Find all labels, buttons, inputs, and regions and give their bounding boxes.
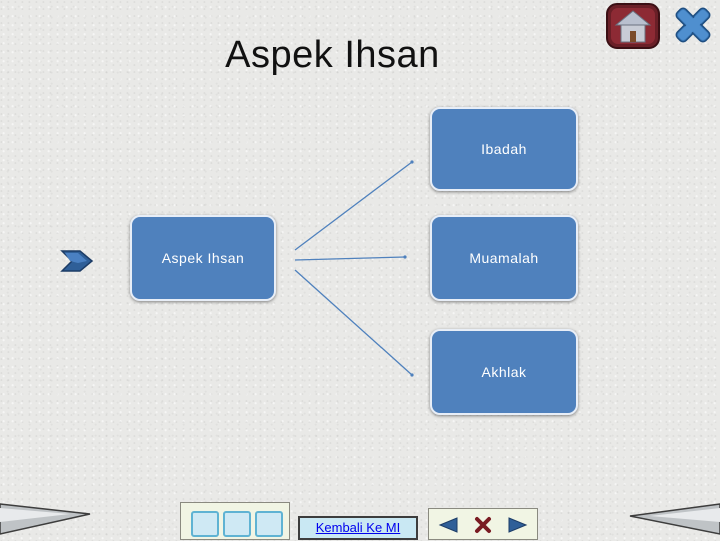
child-node-muamalah[interactable]: Muamalah xyxy=(430,215,578,301)
close-icon xyxy=(675,7,711,43)
previous-slide-button[interactable] xyxy=(437,514,465,536)
bottom-right-decoration xyxy=(629,503,720,535)
media-tray xyxy=(180,502,290,540)
back-to-mi-link[interactable]: Kembali Ke MI xyxy=(298,516,418,540)
close-button[interactable] xyxy=(670,4,716,46)
child-node-label: Muamalah xyxy=(469,250,539,266)
navigation-tray xyxy=(428,508,538,540)
child-node-ibadah[interactable]: Ibadah xyxy=(430,107,578,191)
stop-icon xyxy=(475,517,491,533)
root-node-label: Aspek Ihsan xyxy=(161,250,245,266)
next-arrow-icon xyxy=(508,517,528,533)
child-node-label: Ibadah xyxy=(481,141,527,157)
tray-segment xyxy=(255,511,283,537)
tray-segment xyxy=(191,511,219,537)
connector-ibadah xyxy=(294,161,413,251)
end-show-button[interactable] xyxy=(469,514,497,536)
home-button[interactable] xyxy=(606,3,660,49)
connector-muamalah xyxy=(294,256,406,261)
child-node-akhlak[interactable]: Akhlak xyxy=(430,329,578,415)
root-node[interactable]: Aspek Ihsan xyxy=(130,215,276,301)
bottom-left-decoration xyxy=(0,503,91,535)
prev-arrow-icon xyxy=(438,517,458,533)
page-title: Aspek Ihsan xyxy=(225,34,440,76)
connector-akhlak xyxy=(294,269,413,376)
next-slide-button[interactable] xyxy=(501,514,529,536)
child-node-label: Akhlak xyxy=(481,364,527,380)
home-icon xyxy=(606,3,660,49)
tray-segment xyxy=(223,511,251,537)
chevron-right-icon xyxy=(60,250,94,272)
